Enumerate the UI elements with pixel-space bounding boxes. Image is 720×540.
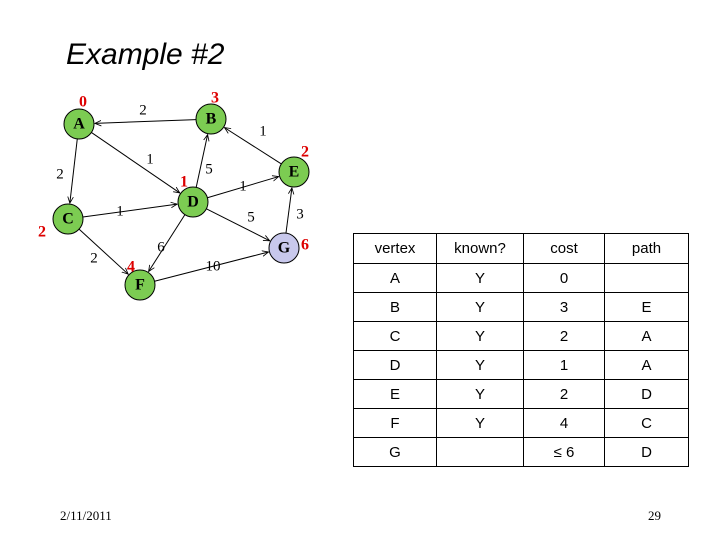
edge-weight-D-B: 5 bbox=[205, 161, 213, 177]
table-cell: D bbox=[353, 350, 437, 380]
distance-label-A: 0 bbox=[79, 94, 87, 111]
edge-C-D bbox=[82, 204, 177, 218]
footer-date: 2/11/2011 bbox=[60, 508, 112, 523]
node-label-A: A bbox=[73, 116, 85, 133]
edge-weight-E-B: 1 bbox=[259, 123, 267, 139]
table-cell: A bbox=[604, 321, 689, 351]
edge-weight-A-C: 2 bbox=[56, 166, 64, 182]
column-header-vertex: vertex bbox=[353, 233, 437, 264]
edge-D-G bbox=[206, 208, 269, 241]
edge-D-B bbox=[195, 135, 207, 188]
edge-A-C bbox=[70, 138, 78, 203]
table-cell: 2 bbox=[523, 321, 605, 351]
table-cell: Y bbox=[436, 292, 524, 322]
edge-D-F bbox=[149, 214, 186, 272]
edge-weight-C-D: 1 bbox=[116, 203, 124, 219]
distance-label-D: 1 bbox=[180, 174, 188, 191]
table-cell: Y bbox=[436, 321, 524, 351]
table-cell: D bbox=[604, 437, 689, 467]
edge-D-E bbox=[207, 177, 278, 199]
table-cell: Y bbox=[436, 408, 524, 438]
slide-title: Example #2 bbox=[66, 38, 225, 71]
node-D bbox=[177, 186, 209, 218]
column-header-cost: cost bbox=[523, 233, 605, 264]
edge-E-B bbox=[224, 128, 282, 165]
table-cell: E bbox=[604, 292, 689, 322]
node-F bbox=[124, 269, 156, 301]
table-cell: A bbox=[604, 350, 689, 380]
distance-label-G: 6 bbox=[301, 237, 309, 254]
edge-G-E bbox=[285, 188, 292, 234]
column-header-path: path bbox=[604, 233, 689, 264]
node-G bbox=[268, 232, 300, 264]
table-cell: C bbox=[604, 408, 689, 438]
table-cell bbox=[436, 437, 524, 467]
table-cell: G bbox=[353, 437, 437, 467]
node-label-F: F bbox=[135, 277, 145, 294]
edge-B-A bbox=[95, 119, 197, 124]
table-cell: 2 bbox=[523, 379, 605, 409]
distance-label-E: 2 bbox=[301, 144, 309, 161]
table-cell: Y bbox=[436, 379, 524, 409]
table-cell: Y bbox=[436, 350, 524, 380]
edge-weight-B-A: 2 bbox=[139, 102, 147, 118]
edge-A-D bbox=[91, 132, 179, 192]
table-cell: 1 bbox=[523, 350, 605, 380]
table-cell bbox=[604, 263, 689, 293]
distance-label-F: 4 bbox=[127, 259, 135, 276]
edge-weight-D-G: 5 bbox=[247, 209, 255, 225]
edge-weight-F-G: 10 bbox=[206, 258, 221, 274]
node-C bbox=[52, 203, 84, 235]
node-label-G: G bbox=[278, 240, 291, 257]
page-number: 29 bbox=[648, 508, 661, 523]
table-cell: 4 bbox=[523, 408, 605, 438]
table-cell: A bbox=[353, 263, 437, 293]
distance-label-B: 3 bbox=[211, 90, 219, 107]
table-cell: 0 bbox=[523, 263, 605, 293]
node-label-B: B bbox=[206, 111, 217, 128]
distance-label-C: 2 bbox=[38, 224, 46, 241]
table-cell: 3 bbox=[523, 292, 605, 322]
node-E bbox=[278, 156, 310, 188]
node-A bbox=[63, 108, 95, 140]
table-cell: ≤ 6 bbox=[523, 437, 605, 467]
edge-C-F bbox=[78, 228, 128, 274]
edge-weight-A-D: 1 bbox=[146, 151, 154, 167]
table-cell: D bbox=[604, 379, 689, 409]
edge-weight-D-F: 6 bbox=[157, 239, 165, 255]
edge-weight-C-F: 2 bbox=[90, 250, 98, 266]
node-label-C: C bbox=[62, 211, 74, 228]
edge-weight-D-E: 1 bbox=[239, 178, 247, 194]
node-label-E: E bbox=[289, 164, 300, 181]
table-cell: B bbox=[353, 292, 437, 322]
column-header-known: known? bbox=[436, 233, 524, 264]
table-cell: Y bbox=[436, 263, 524, 293]
node-B bbox=[195, 103, 227, 135]
edge-weight-G-E: 3 bbox=[296, 206, 304, 222]
table-cell: E bbox=[353, 379, 437, 409]
table-cell: F bbox=[353, 408, 437, 438]
node-label-D: D bbox=[187, 194, 199, 211]
edge-F-G bbox=[154, 252, 269, 282]
table-cell: C bbox=[353, 321, 437, 351]
